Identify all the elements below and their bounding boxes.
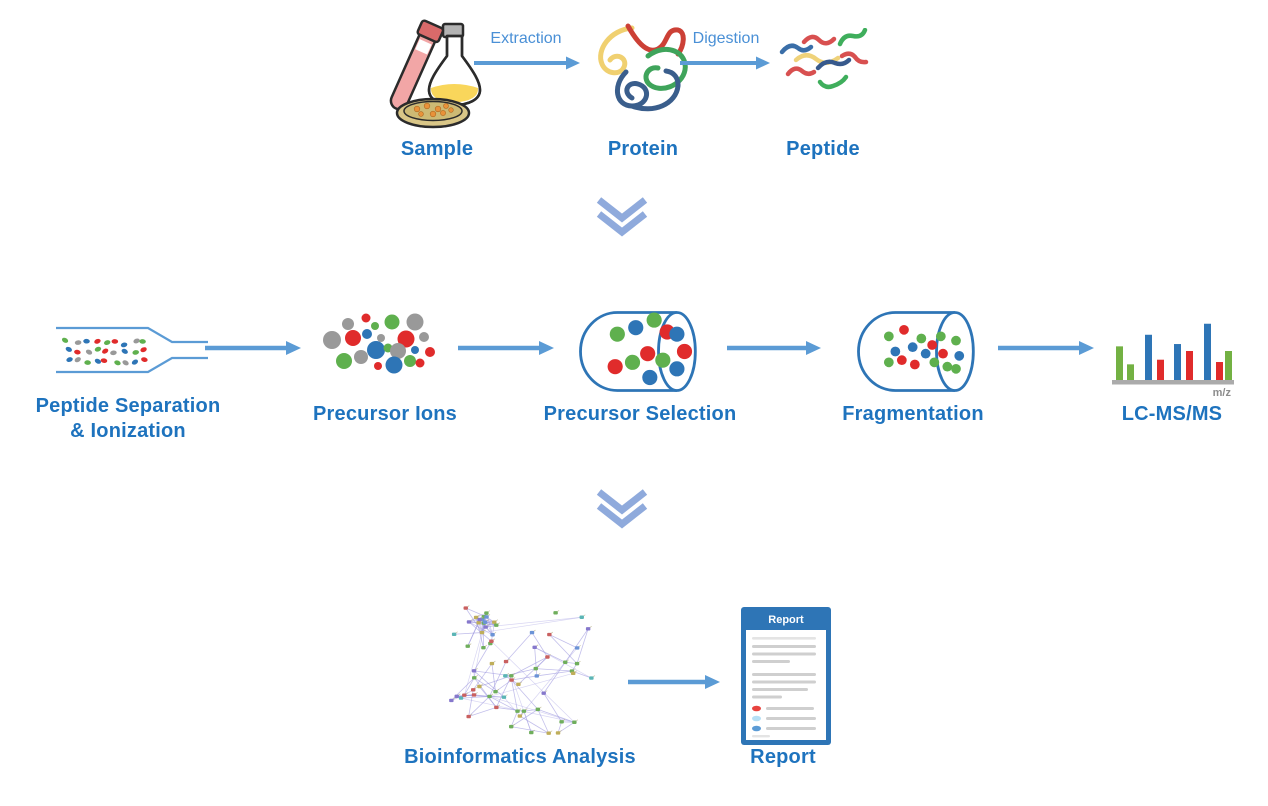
double-chevron-down-icon xyxy=(596,489,648,531)
arrow-right-icon xyxy=(474,55,580,71)
step-label-sample: Sample xyxy=(400,138,474,160)
arrow-right-icon xyxy=(458,339,554,357)
report-doc-icon: Report xyxy=(740,606,832,746)
precursor-selection-icon xyxy=(574,306,704,397)
double-chevron-down-icon xyxy=(596,197,648,239)
step-label-fragmentation: Fragmentation xyxy=(842,403,984,425)
arrow-right-icon xyxy=(628,673,720,691)
network-graph-icon xyxy=(438,590,603,742)
arrow-right-icon xyxy=(727,339,821,357)
arrow-right-icon xyxy=(998,339,1094,357)
step-label-report: Report xyxy=(750,746,816,768)
report-doc-title: Report xyxy=(768,614,804,626)
step-label-lcmsms: LC-MS/MS xyxy=(1121,403,1223,425)
fragmentation-icon xyxy=(852,306,982,397)
step-label-peptide: Peptide xyxy=(786,138,860,160)
peptide-icon xyxy=(776,28,876,100)
ms-axis-label: m/z xyxy=(1213,387,1232,399)
arrow-right-icon xyxy=(680,55,770,71)
step-label-bioinformatics: Bioinformatics Analysis xyxy=(404,746,636,768)
ms-spectrum-icon: m/z xyxy=(1112,316,1234,400)
step-label-precursor-ions: Precursor Ions xyxy=(313,403,457,425)
step-label-separation: Peptide Separation & Ionization xyxy=(35,395,221,442)
precursor-ions-icon xyxy=(318,310,453,394)
arrow-label-extraction: Extraction xyxy=(490,30,562,47)
separation-ionization-icon xyxy=(52,320,212,380)
step-label-precursor-selection: Precursor Selection xyxy=(543,403,737,425)
sample-icon xyxy=(383,14,491,134)
arrow-label-digestion: Digestion xyxy=(692,30,760,47)
arrow-right-icon xyxy=(205,339,301,357)
protein-icon xyxy=(592,20,694,128)
step-label-protein: Protein xyxy=(607,138,679,160)
